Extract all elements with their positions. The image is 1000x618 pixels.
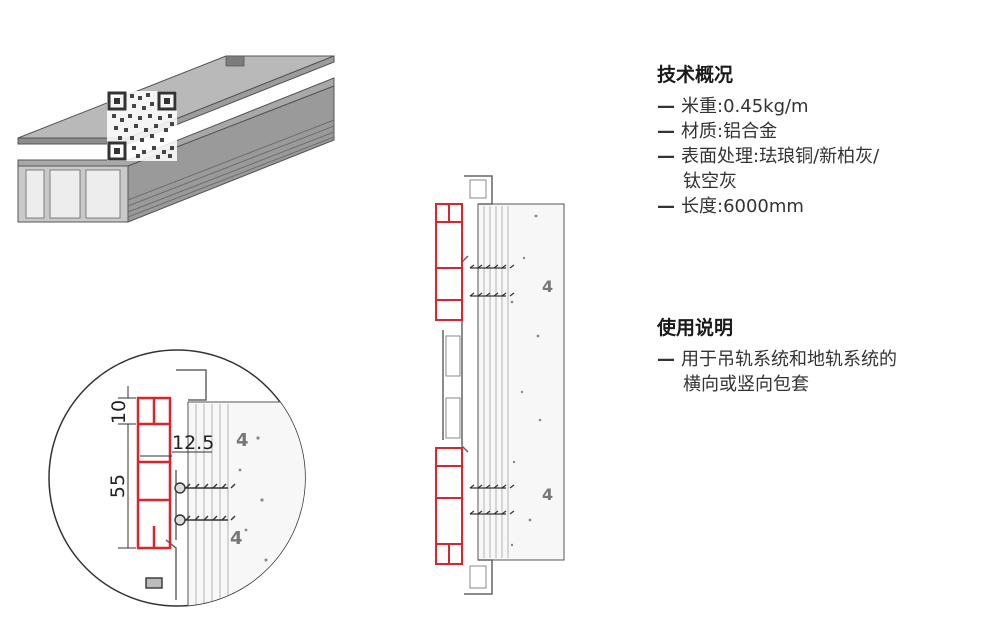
usage-line-cont: 横向或竖向包套: [683, 374, 809, 395]
spec-finish-cont: 钛空灰: [683, 171, 737, 192]
spec-finish: —表面处理:珐琅铜/新柏灰/: [657, 146, 880, 167]
panel-mark: 4: [236, 430, 249, 451]
profile-3d-view: [17, 55, 335, 223]
red-profile-bottom: [435, 447, 463, 565]
red-profile-top: [435, 203, 463, 321]
panel-mark: 4: [542, 485, 553, 504]
tech-specs-title: 技术概况: [657, 64, 734, 86]
dimension-label-12-5: 12.5: [172, 432, 214, 454]
spec-weight: —米重:0.45kg/m: [657, 96, 809, 117]
dimension-label-55: 55: [107, 474, 129, 498]
spec-material: —材质:铝合金: [657, 121, 778, 142]
dimension-label-10: 10: [108, 400, 130, 424]
red-profile-detail: [136, 396, 172, 550]
usage-panel: 使用说明 —用于吊轨系统和地轨系统的 横向或竖向包套: [657, 315, 987, 397]
cross-section-view: 4 4: [435, 175, 565, 595]
screw-icon: [469, 264, 515, 515]
usage-line: —用于吊轨系统和地轨系统的: [657, 349, 897, 370]
detail-magnifier-view: 4 4 10 12.5 55: [48, 349, 306, 607]
usage-title: 使用说明: [657, 317, 734, 339]
spec-length: —长度:6000mm: [657, 196, 804, 217]
tech-specs-panel: 技术概况 —米重:0.45kg/m —材质:铝合金 —表面处理:珐琅铜/新柏灰/…: [657, 62, 987, 219]
qr-code-icon: [107, 91, 177, 161]
panel-mark: 4: [230, 528, 243, 549]
panel-mark: 4: [542, 277, 553, 296]
screw-icon: [145, 482, 236, 589]
dimension-lines: [118, 386, 212, 549]
